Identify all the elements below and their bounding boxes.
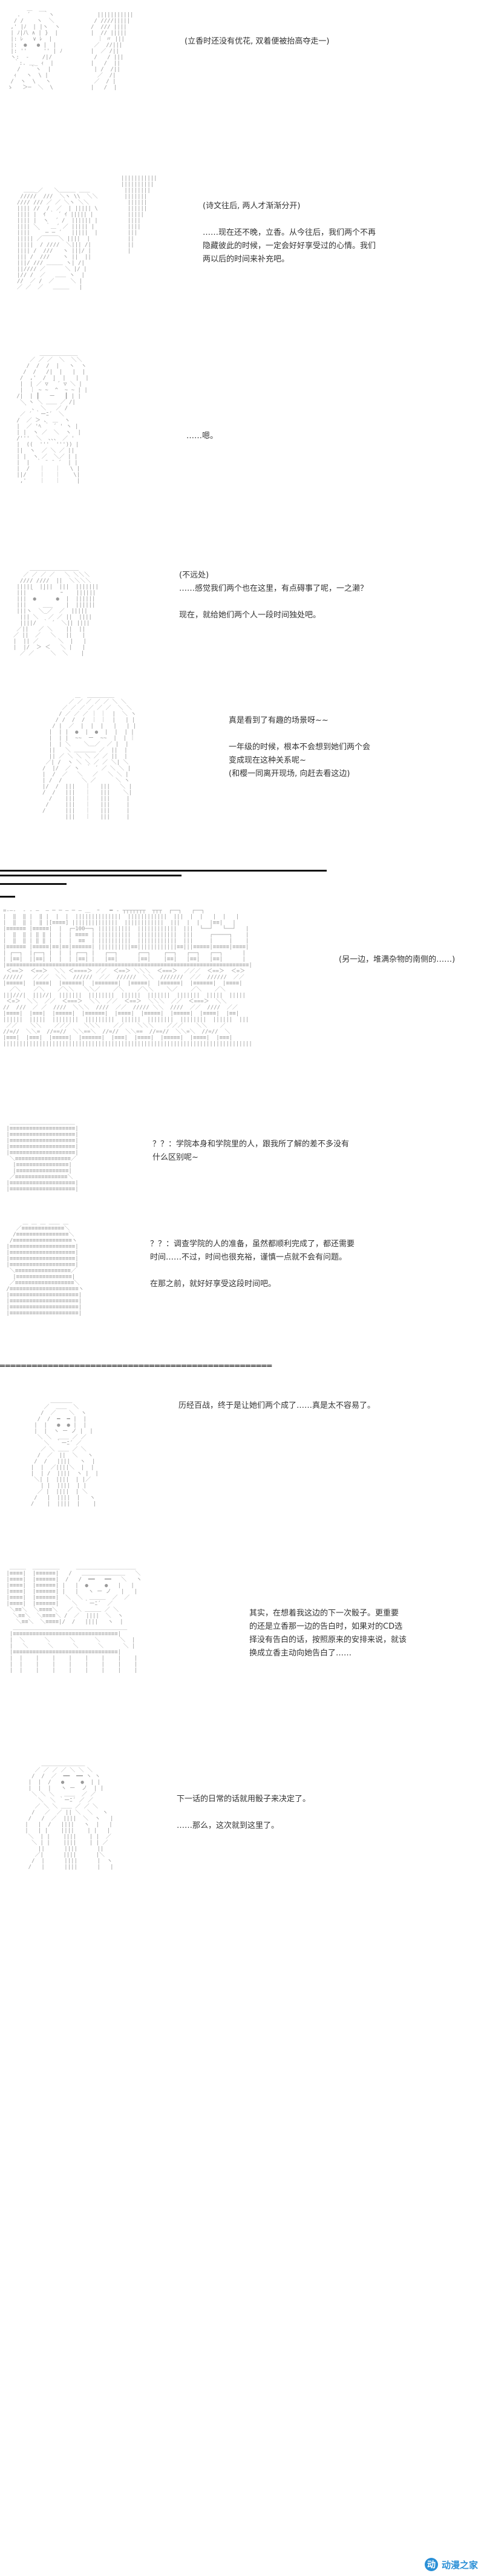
separator-bar [0, 875, 182, 876]
dialogue-text: (不远处)……感觉我们两个也在这里，有点碍事了呢，一之濑？现在，就给她们两个人一… [179, 571, 368, 620]
separator-line: ════════════════════════════════════════… [0, 1362, 273, 1371]
ascii-art-figure: ＿ __ . ´ ｀ヽ / / ヽ ＼ ,' |ﾉ | |ヽ ヽ | ﾉ|八 ∧… [7, 6, 63, 91]
ascii-art-figure-arms: ＿＿＿＿＿＿＿ ／ ／ ／ ＼ ＼＼ / / / | ヽ ヽ / / /| | … [16, 351, 89, 484]
panel-1: ＿ __ . ´ ｀ヽ / / ヽ ＼ ,' |ﾉ | |ヽ ヽ | ﾉ|八 ∧… [0, 0, 484, 103]
dialogue-text: 历经百战，终于是让她们两个成了……真是太不容易了。 [178, 1401, 376, 1410]
ascii-art-narrator-closing: ＿＿＿＿＿＿＿＿ ／ ／ ／ ／ ＼ ＼ ＼ / / ／ ━━ ━━ ヽ ヽ |… [25, 1761, 114, 1870]
dialogue-text: 其实，在想着我这边的下一次骰子。更重要的还是立香那一边的告白时，如果对的CD选择… [249, 1609, 407, 1658]
panel-8: ＿ ＿ ＿ ＿＿ ＿ ／≡≡≡≡≡≡≡≡≡≡≡≡≡＼ /≡≡≡≡≡≡≡≡≡≡≡≡… [0, 1217, 484, 1350]
separator-bar [0, 870, 327, 872]
ascii-art-hair: ||||||||||| |||||||||| |||||||| ||||||| … [121, 176, 157, 254]
panel-10: ＿＿＿ ＿＿＿＿＿ ＿＿＿＿＿＿＿＿＿＿＿ |≡≡≡≡| |≡≡≡≡≡≡| / … [0, 1559, 484, 1740]
panel-2: ＿＿_／￣￣＼＿＿＿ ＿＿ ///// /// ＼ヽ \\ ＼＼ //// //… [0, 169, 484, 321]
dialogue-text: (诗文往后, 两人才渐渐分开)……现在还不晚，立香。从今往后，我们两个不再隐藏彼… [203, 202, 376, 264]
dialogue-text: ……嗯。 [186, 432, 218, 441]
site-name: 动漫之家 [441, 2559, 478, 2571]
panel-3: ＿＿＿＿＿＿＿ ／ ／ ／ ＼ ＼＼ / / / | ヽ ヽ / / /| | … [0, 339, 484, 539]
ascii-art-two-figures: ＿＿＿＿＿＿＿＿＿ ／ ／ ／ ／ ＼ ＼＼＼ //// //// || ＼＼＼… [13, 566, 99, 657]
panel-6: =-―‐ ‐ ‐ ― ― ─ ─ ― ─ ― ＿ ｰ ━ ‐ ┬┬┬┬┬┬┬ ┬… [0, 905, 484, 1105]
dialogue-text: ？？：调查学院的人的准备，虽然都顺利完成了，都还需要时间……不过，时间也很充裕，… [150, 1240, 355, 1289]
ascii-art-figure-large: ＿ ＿＿＿＿＿ ／ ／ ／ ／ ／ ＼ ＼ ／ ／ ／ ／ ／ ／ ＼ ＼ / … [42, 693, 137, 820]
site-watermark: 动 动漫之家 [424, 2558, 478, 2571]
ascii-art-narrator-desk: ＿＿＿ ＿＿＿＿＿ ＿＿＿＿＿＿＿＿＿＿＿ |≡≡≡≡| |≡≡≡≡≡≡| / … [6, 1565, 142, 1674]
ascii-art-figure: ||||||||||| / ////||||| / /// |||| | // … [91, 12, 134, 91]
ascii-art-silhouette-hood: ＿ ＿ ＿ ＿＿ ＿ ／≡≡≡≡≡≡≡≡≡≡≡≡≡＼ /≡≡≡≡≡≡≡≡≡≡≡≡… [6, 1220, 84, 1316]
site-logo-icon: 动 [424, 2558, 438, 2571]
panel-5: ＿ ＿＿＿＿＿ ／ ／ ／ ／ ／ ＼ ＼ ／ ／ ／ ／ ／ ／ ＼ ＼ / … [0, 690, 484, 853]
panel-4: ＿＿＿＿＿＿＿＿＿ ／ ／ ／ ／ ＼ ＼＼＼ //// //// || ＼＼＼… [0, 557, 484, 678]
dialogue-text: 真是看到了有趣的场景呀~~一年级的时候，根本不会想到她们两个会变成现在这种关系呢… [229, 716, 371, 778]
panel-11: ＿＿＿＿＿＿＿＿ ／ ／ ／ ／ ＼ ＼ ＼ / / ／ ━━ ━━ ヽ ヽ |… [0, 1755, 484, 1949]
dialogue-text: ？？：学院本身和学院里的人，跟我所了解的差不多没有什么区别呢~ [152, 1140, 350, 1162]
panel-7: ＿＿＿＿＿＿＿＿＿＿＿＿ |≡≡≡≡≡≡≡≡≡≡≡≡≡≡≡≡≡≡≡≡| |≡≡≡… [0, 1117, 484, 1208]
ascii-art-building: =-―‐ ‐ ‐ ― ― ─ ─ ― ─ ― ＿ ｰ ━ ‐ ┬┬┬┬┬┬┬ ┬… [3, 908, 252, 1047]
separator-bar [0, 896, 15, 898]
panel-9: ＿＿＿＿ ／ ＿＿ ＼ / ／ ＼ ヽ / / ━ ━ | | | | ● ● … [0, 1392, 484, 1543]
ascii-art-narrator: ＿＿＿＿ ／ ＿＿ ＼ / ／ ＼ ヽ / / ━ ━ | | | | ● ● … [30, 1398, 99, 1507]
dialogue-text: 下一话的日常的话就用骰子来决定了。……那么，这次就到这里了。 [177, 1795, 311, 1830]
ascii-art-couple: ＿＿_／￣￣＼＿＿＿ ＿＿ ///// /// ＼ヽ \\ ＼＼ //// //… [17, 188, 98, 291]
ascii-art-silhouette: ＿＿＿＿＿＿＿＿＿＿＿＿ |≡≡≡≡≡≡≡≡≡≡≡≡≡≡≡≡≡≡≡≡| |≡≡≡… [6, 1120, 79, 1192]
dialogue-text: (另一边，堆满杂物的南侧的……) [339, 953, 481, 967]
dialogue-text: (立香时还没有优花, 双着便被抬高夺走一) [185, 37, 330, 46]
separator-bar [0, 883, 67, 885]
